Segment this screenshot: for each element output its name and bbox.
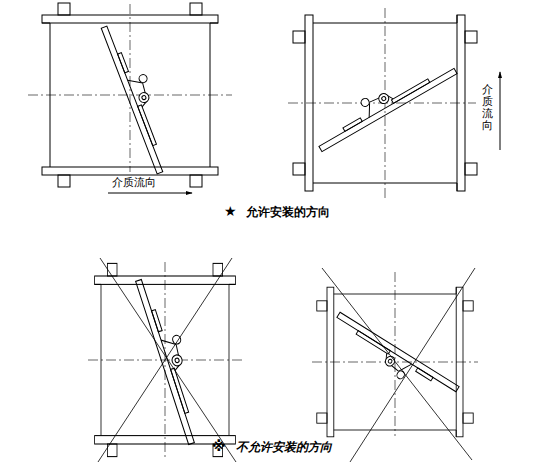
cross-mark (100, 258, 236, 462)
allowed-caption: 允许安装的方向 (246, 205, 330, 219)
flow-direction-label: 介质流向 (112, 176, 156, 189)
valve-figure (88, 258, 242, 462)
cross-mark (98, 258, 232, 462)
valve-figure (312, 268, 478, 462)
forbidden-symbol: ※ (212, 438, 226, 455)
valve-figure (28, 3, 232, 193)
cross-mark (322, 268, 472, 460)
cross-mark (350, 268, 475, 462)
flow-direction-label: 介质流向 (482, 84, 493, 132)
allowed-symbol: ★ (224, 203, 237, 220)
forbidden-caption: 不允许安装的方向 (236, 440, 332, 454)
valve-figure (288, 8, 500, 198)
